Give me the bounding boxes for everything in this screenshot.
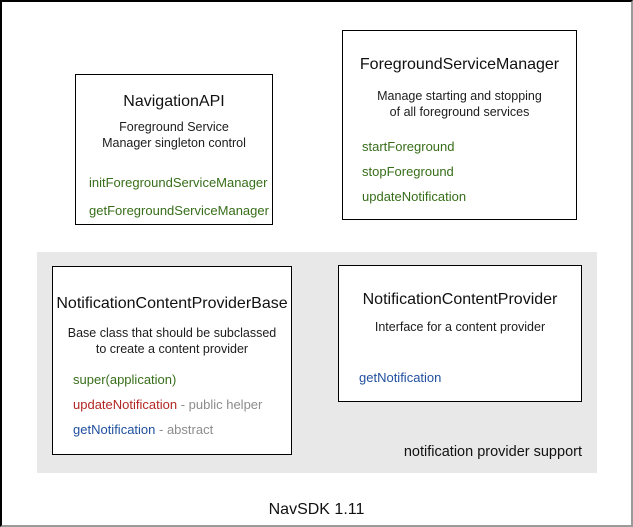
description-line: of all foreground services bbox=[389, 104, 530, 119]
class-title: NotificationContentProvider bbox=[362, 291, 558, 308]
method-list: initForegroundServiceManager getForegrou… bbox=[76, 175, 272, 218]
group-caption: notification provider support bbox=[403, 444, 582, 460]
class-box-notification-content-provider-base: NotificationContentProviderBase Base cla… bbox=[52, 266, 292, 455]
class-description: Interface for a content provider bbox=[339, 320, 581, 336]
method-updatenotification: updateNotification bbox=[362, 189, 467, 204]
description-line: Interface for a content provider bbox=[374, 320, 546, 334]
method-label: updateNotification bbox=[73, 397, 178, 412]
description-line: Foreground Service bbox=[119, 120, 229, 134]
class-box-notification-content-provider: NotificationContentProvider Interface fo… bbox=[338, 265, 582, 402]
class-description: Foreground Service Manager singleton con… bbox=[76, 120, 272, 151]
class-title: NavigationAPI bbox=[123, 93, 225, 110]
class-description: Manage starting and stopping of all fore… bbox=[343, 89, 576, 120]
description-line: Manage starting and stopping bbox=[377, 89, 542, 103]
method-list: getNotification bbox=[339, 370, 581, 385]
method-label: getNotification bbox=[73, 422, 156, 437]
method-startforeground: startForeground bbox=[362, 139, 455, 154]
method-getforegroundservicemanager: getForegroundServiceManager bbox=[89, 203, 269, 218]
class-box-navigation-api: NavigationAPI Foreground Service Manager… bbox=[75, 74, 273, 225]
method-list: startForeground stopForeground updateNot… bbox=[343, 139, 576, 204]
method-getnotification: getNotification bbox=[359, 369, 442, 385]
description-line: Manager singleton control bbox=[102, 135, 246, 150]
description-line: to create a content provider bbox=[95, 341, 249, 356]
class-box-foreground-service-manager: ForegroundServiceManager Manage starting… bbox=[342, 30, 577, 220]
method-label: super(application) bbox=[73, 372, 177, 387]
method-initforegroundservicemanager: initForegroundServiceManager bbox=[89, 175, 268, 190]
method-list: super(application) updateNotification - … bbox=[53, 372, 291, 437]
description-line: Base class that should be subclassed bbox=[67, 326, 277, 340]
method-super-application: super(application) bbox=[73, 372, 291, 387]
method-updatenotification: updateNotification - public helper bbox=[73, 397, 291, 412]
class-title: NotificationContentProviderBase bbox=[56, 295, 288, 312]
method-stopforeground: stopForeground bbox=[362, 164, 454, 179]
method-getnotification: getNotification - abstract bbox=[73, 422, 291, 437]
class-title: ForegroundServiceManager bbox=[359, 56, 560, 73]
method-annotation: - abstract bbox=[159, 422, 214, 437]
class-description: Base class that should be subclassed to … bbox=[53, 326, 291, 357]
method-annotation: - public helper bbox=[180, 397, 263, 412]
sdk-version-label: NavSDK 1.11 bbox=[268, 501, 365, 518]
notification-provider-group: NotificationContentProviderBase Base cla… bbox=[37, 252, 597, 473]
